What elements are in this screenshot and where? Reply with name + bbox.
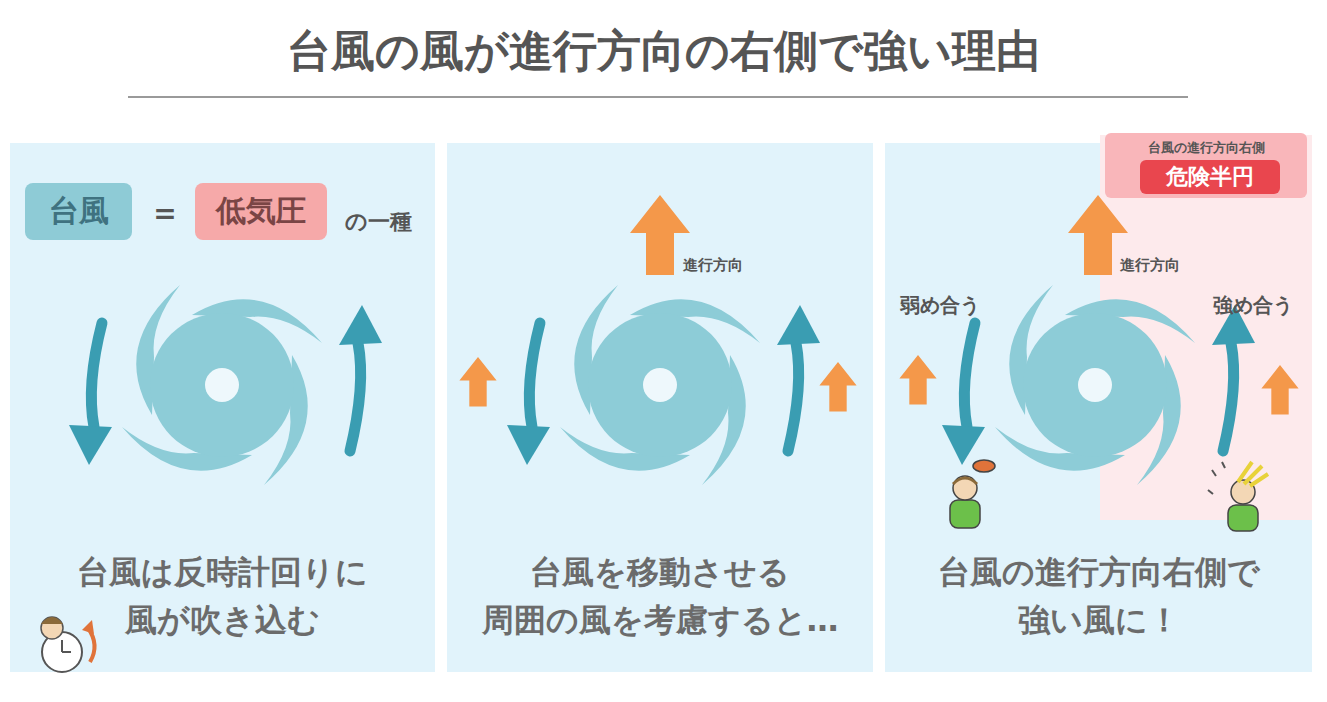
movement-arrow bbox=[630, 195, 690, 275]
wind-arrow bbox=[507, 323, 550, 465]
box-label: 台風 bbox=[25, 183, 132, 240]
wind-arrow bbox=[777, 305, 820, 451]
wind-arrow bbox=[1212, 305, 1255, 451]
panel: 台風の進行方向右側で 強い風に！台風の進行方向右側危険半円 bbox=[885, 143, 1312, 672]
steering-arrow bbox=[459, 357, 496, 407]
title-rule bbox=[128, 96, 1188, 98]
danger-region: 台風の進行方向右側危険半円 bbox=[1100, 135, 1312, 520]
person-figure bbox=[950, 460, 995, 528]
clock-figure bbox=[41, 617, 95, 672]
typhoon-symbol bbox=[995, 285, 1195, 485]
direction-label: 進行方向 bbox=[1120, 256, 1180, 275]
direction-label: 進行方向 bbox=[683, 256, 743, 275]
wind-arrow bbox=[69, 323, 112, 465]
danger-badge: 危険半円 bbox=[1140, 160, 1280, 194]
diagram-title: 台風の風が進行方向の右側で強い理由 bbox=[0, 22, 1327, 81]
person-figure bbox=[1208, 462, 1268, 531]
steering-arrow bbox=[899, 355, 936, 405]
steering-arrow bbox=[1261, 365, 1298, 415]
panel-caption: 台風の進行方向右側で 強い風に！ bbox=[885, 548, 1312, 644]
term-box: 低気圧 bbox=[195, 183, 327, 240]
term-box: 台風 bbox=[25, 183, 132, 240]
movement-arrow bbox=[1068, 195, 1128, 275]
panel: 台風を移動させる 周囲の風を考慮すると… bbox=[447, 143, 873, 672]
panel-caption: 台風は反時計回りに 風が吹き込む bbox=[10, 548, 435, 644]
equals-sign: = bbox=[153, 197, 176, 230]
typhoon-symbol bbox=[122, 285, 322, 485]
effect-label: 弱め合う bbox=[900, 292, 980, 319]
wind-arrow bbox=[942, 323, 985, 465]
wind-arrow bbox=[339, 305, 382, 451]
effect-label: 強め合う bbox=[1213, 292, 1293, 319]
term-suffix: の一種 bbox=[345, 207, 412, 237]
panel-caption: 台風を移動させる 周囲の風を考慮すると… bbox=[447, 548, 873, 644]
box-label: 低気圧 bbox=[195, 183, 327, 240]
steering-arrow bbox=[819, 362, 856, 412]
box-label: 危険半円 bbox=[1140, 160, 1280, 194]
typhoon-symbol bbox=[560, 285, 760, 485]
